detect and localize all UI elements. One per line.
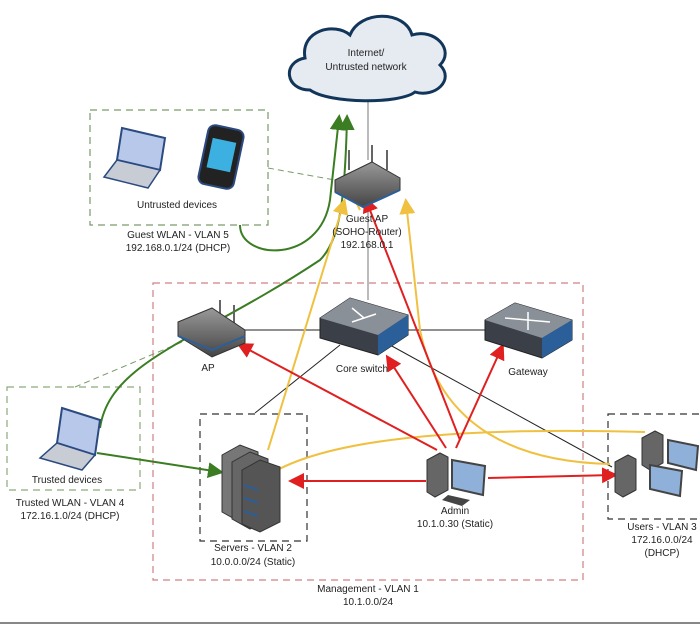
guest-wlan-label: Guest WLAN - VLAN 5 [127,230,229,241]
internet-cloud[interactable]: Internet/ Untrusted network [287,14,447,103]
users-zone [607,413,700,520]
gateway-label: Gateway [508,367,547,378]
guest-ap-label: Guest AP [346,214,389,225]
users-subnet-label: 172.16.0.0/24 [631,535,693,546]
guest-wlan-subnet-label: 192.168.0.1/24 (DHCP) [126,243,231,254]
admin-ip-label: 10.1.0.30 (Static) [417,519,493,530]
laptop-icon [102,126,167,189]
access-point-icon[interactable] [177,300,246,358]
management-subnet-label: 10.1.0.0/24 [343,597,393,608]
untrusted-devices-label: Untrusted devices [137,200,217,211]
cloud-label-line1: Internet/ [348,48,385,59]
gateway-icon[interactable] [484,302,573,359]
ap-label: AP [201,363,215,374]
guest-wlan-zone [89,109,269,226]
admin-flows [236,196,618,489]
cloud-label-line2: Untrusted network [325,62,407,73]
admin-label: Admin [441,506,469,517]
core-switch-label: Core switch [336,364,388,375]
users-label: Users - VLAN 3 [627,522,697,533]
trusted-wlan-zone [6,386,141,491]
servers-label: Servers - VLAN 2 [214,543,292,554]
servers-zone [199,413,308,542]
internet-flows [260,198,646,481]
servers-subnet-label: 10.0.0.0/24 (Static) [211,557,296,568]
guest-ap-router-icon[interactable] [334,145,401,209]
management-label: Management - VLAN 1 [317,584,419,595]
users-dhcp-label: (DHCP) [645,548,680,559]
servers-icon[interactable] [221,444,281,533]
trusted-devices-label: Trusted devices [32,475,102,486]
trusted-wlan-subnet-label: 172.16.1.0/24 (DHCP) [21,511,120,522]
trusted-laptop-icon [38,406,102,471]
guest-ap-type-label: (SOHO-Router) [332,227,401,238]
users-workstations-icon[interactable] [614,430,700,498]
wired-links [74,100,613,468]
core-switch-icon[interactable] [319,297,409,356]
admin-workstation-icon[interactable] [426,452,487,506]
smartphone-icon [197,124,245,190]
guest-ap-ip-label: 192.168.0.1 [341,240,394,251]
trusted-wlan-label: Trusted WLAN - VLAN 4 [16,498,125,509]
